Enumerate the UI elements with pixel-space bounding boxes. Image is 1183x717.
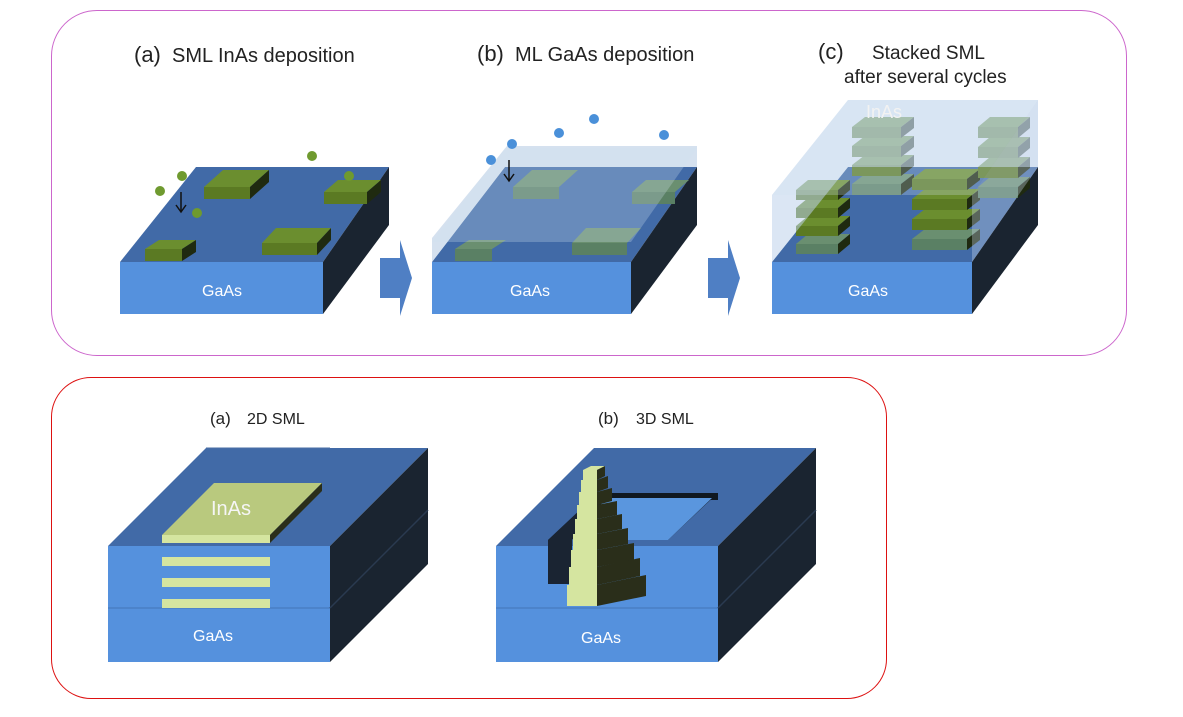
inas-island-a2 bbox=[324, 180, 381, 204]
gaas-atom bbox=[486, 155, 496, 165]
substrate-block-3d bbox=[496, 448, 817, 662]
panel-a-sml-inas-deposition: (a) SML InAs deposition GaAs bbox=[120, 42, 389, 314]
inas-3d-pyramid bbox=[567, 466, 646, 606]
panel-b-title: ML GaAs deposition bbox=[515, 44, 694, 66]
inas-stack-c3 bbox=[912, 169, 980, 250]
substrate-block-2d bbox=[108, 447, 429, 662]
panel-b-ml-gaas-deposition: (b) ML GaAs deposition GaAs bbox=[432, 41, 697, 314]
inas-2d-stack bbox=[162, 483, 322, 608]
inas-atom bbox=[177, 171, 187, 181]
inas-island-a4 bbox=[262, 228, 331, 255]
substrate-side-face bbox=[323, 167, 389, 314]
inas-atom bbox=[307, 151, 317, 161]
panel-c-title-line2: after several cycles bbox=[844, 67, 1007, 88]
panel-2d-title: 2D SML bbox=[247, 411, 305, 428]
panel-a-tag: (a) bbox=[134, 42, 161, 67]
gaas-monolayer bbox=[432, 146, 697, 262]
substrate-label-b: GaAs bbox=[510, 283, 550, 300]
substrate-label-c: GaAs bbox=[848, 283, 888, 300]
down-arrow-icon bbox=[503, 160, 515, 183]
covered-island-b1 bbox=[513, 170, 578, 199]
top-panel-frame bbox=[51, 10, 1127, 356]
bottom-panel-frame bbox=[51, 377, 887, 699]
inas-label-c: InAs bbox=[866, 102, 902, 122]
inas-atom bbox=[344, 171, 354, 181]
substrate-label-2d: GaAs bbox=[193, 628, 233, 645]
gaas-atom bbox=[554, 128, 564, 138]
covered-island-b2 bbox=[632, 180, 689, 204]
panel-2d-tag: (a) bbox=[210, 409, 231, 428]
process-arrow-icon bbox=[708, 240, 740, 316]
covered-island-b4 bbox=[572, 228, 641, 255]
inas-island-a3 bbox=[145, 240, 196, 261]
panel-c-tag: (c) bbox=[818, 39, 844, 64]
panel-b-tag: (b) bbox=[477, 41, 504, 66]
panel-3d-title: 3D SML bbox=[636, 411, 694, 428]
substrate-front-face bbox=[120, 262, 323, 314]
inas-label-2d: InAs bbox=[211, 498, 251, 520]
substrate-label-3d: GaAs bbox=[581, 630, 621, 647]
inas-island-a1 bbox=[204, 170, 269, 199]
gaas-matrix-overlay bbox=[772, 100, 1038, 262]
substrate-label-a: GaAs bbox=[202, 283, 242, 300]
covered-island-b3 bbox=[455, 240, 506, 261]
down-arrow-icon bbox=[175, 192, 187, 214]
gaas-atom bbox=[589, 114, 599, 124]
panel-3d-sml: (b) 3D SML bbox=[496, 409, 817, 662]
inas-atom bbox=[155, 186, 165, 196]
panel-2d-sml: (a) 2D SML InAs GaAs bbox=[108, 409, 429, 662]
panel-3d-tag: (b) bbox=[598, 409, 619, 428]
panel-a-title: SML InAs deposition bbox=[172, 45, 355, 67]
process-arrow-icon bbox=[380, 240, 412, 316]
panel-c-title-line1: Stacked SML bbox=[872, 43, 985, 64]
inas-atom bbox=[192, 208, 202, 218]
panel-c-stacked-sml: (c) Stacked SML after several cycles GaA… bbox=[772, 39, 1038, 314]
gaas-atom bbox=[659, 130, 669, 140]
gaas-atom bbox=[507, 139, 517, 149]
